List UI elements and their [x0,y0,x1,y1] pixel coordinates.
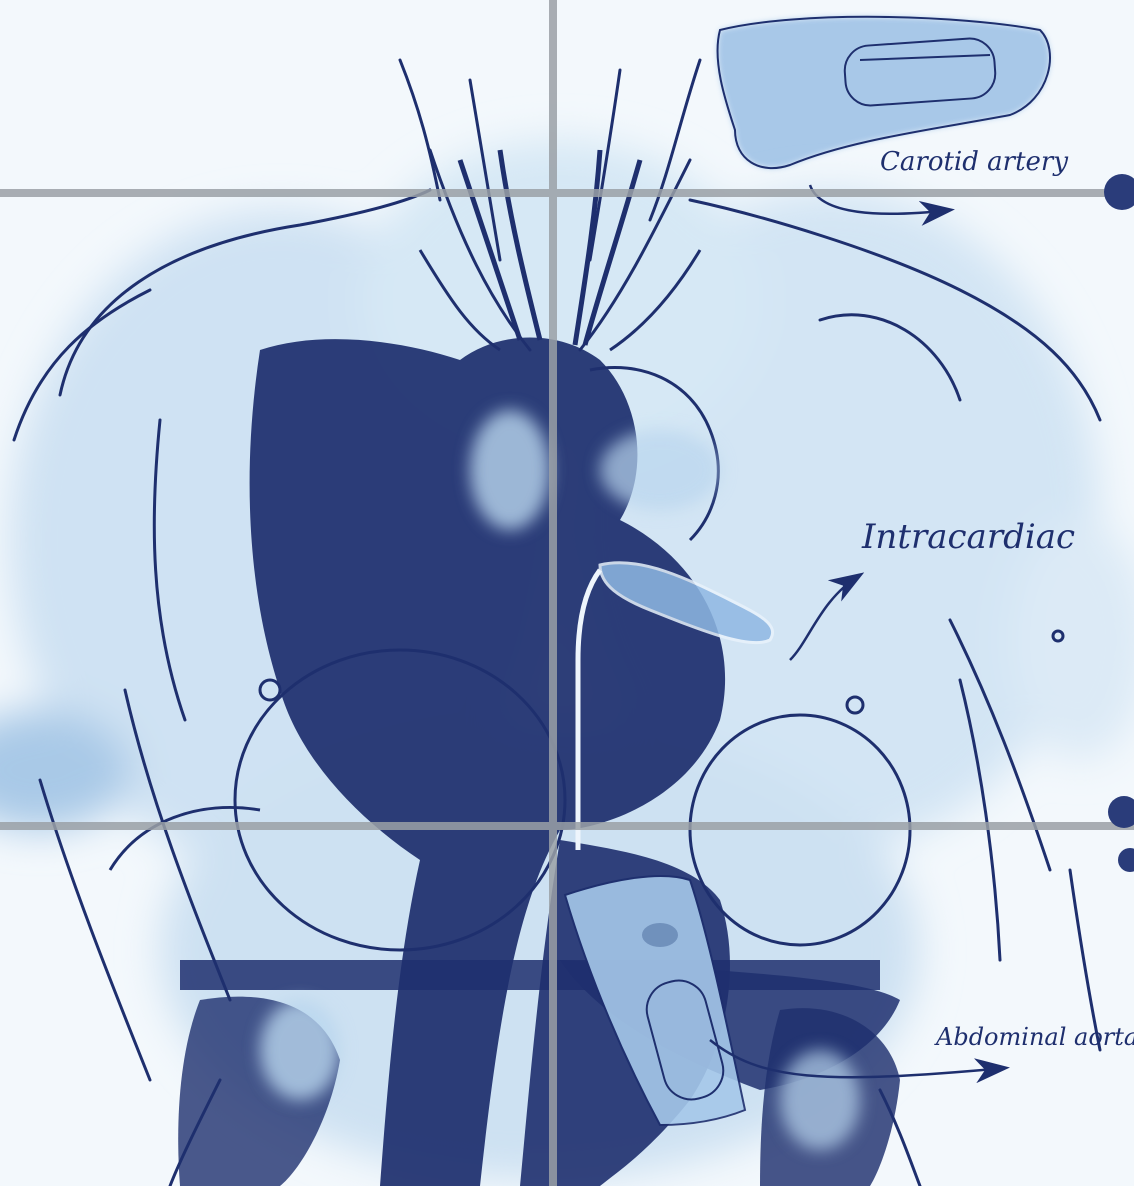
carotid-device-icon [718,17,1050,168]
carotid-label: Carotid artery [880,147,1068,177]
pushpin-icon [1104,174,1134,210]
pushpin-icon [1118,848,1134,872]
abdominal-label: Abdominal aorta [934,1023,1134,1051]
tape-horizontal-top [0,189,1134,197]
intracardiac-label: Intracardiac [861,517,1075,557]
tape-vertical [549,0,557,1186]
pushpin-icons [1104,174,1134,872]
tape-horizontal-bottom [0,822,1134,830]
